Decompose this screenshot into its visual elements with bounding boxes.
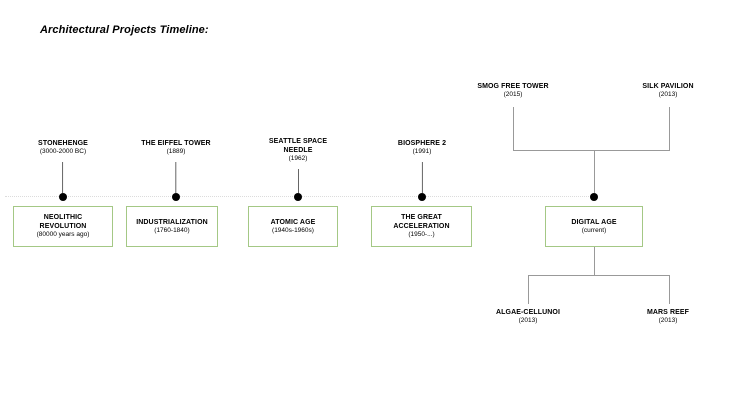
event-stem bbox=[421, 161, 423, 193]
event-name: SEATTLE SPACE NEEDLE bbox=[268, 138, 328, 155]
event-smog-free-tower: SMOG FREE TOWER (2015) bbox=[477, 82, 548, 100]
event-name: STONEHENGE bbox=[38, 140, 88, 147]
event-name: MARS REEF bbox=[646, 309, 690, 316]
event-name: BIOSPHERE 2 bbox=[397, 140, 447, 147]
era-box-atomic-age: ATOMIC AGE (1940s-1960s) bbox=[248, 206, 338, 247]
era-name: NEOLITHIC REVOLUTION bbox=[39, 214, 87, 231]
event-stem bbox=[297, 168, 299, 193]
event-stem bbox=[175, 161, 177, 193]
upper-branch-stem bbox=[594, 150, 595, 193]
lower-branch-connector bbox=[528, 275, 670, 304]
event-algae-cellunoi: ALGAE-CELLUNOI (2013) bbox=[496, 308, 560, 326]
event-date: (1991) bbox=[412, 148, 432, 156]
timeline-dot bbox=[418, 193, 426, 201]
era-date: (1760-1840) bbox=[154, 226, 190, 234]
era-box-digital-age: DIGITAL AGE (current) bbox=[545, 206, 643, 247]
event-name: SILK PAVILION bbox=[642, 83, 694, 90]
event-space-needle: SEATTLE SPACE NEEDLE (1962) bbox=[265, 137, 331, 193]
lower-branch-stem bbox=[594, 247, 595, 275]
event-date: (2013) bbox=[658, 317, 678, 325]
upper-branch-connector bbox=[513, 107, 670, 151]
era-name: DIGITAL AGE bbox=[571, 218, 617, 226]
era-date: (current) bbox=[581, 226, 607, 234]
timeline-dot bbox=[294, 193, 302, 201]
event-name: THE EIFFEL TOWER bbox=[141, 140, 211, 147]
era-box-great-acceleration: THE GREAT ACCELERATION (1950-...) bbox=[371, 206, 472, 247]
event-name: SMOG FREE TOWER bbox=[477, 83, 549, 90]
event-date: (1889) bbox=[166, 148, 186, 156]
event-stem bbox=[62, 161, 64, 193]
timeline-dot bbox=[172, 193, 180, 201]
event-date: (2013) bbox=[518, 317, 538, 325]
era-name: INDUSTRIALIZATION bbox=[136, 218, 208, 226]
event-name: ALGAE-CELLUNOI bbox=[495, 309, 561, 316]
event-date: (2013) bbox=[658, 91, 678, 99]
event-date: (2015) bbox=[503, 91, 523, 99]
event-biosphere-2: BIOSPHERE 2 (1991) bbox=[398, 139, 446, 193]
era-box-neolithic-revolution: NEOLITHIC REVOLUTION (80000 years ago) bbox=[13, 206, 113, 247]
timeline-dot bbox=[590, 193, 598, 201]
timeline-dot bbox=[59, 193, 67, 201]
era-box-industrialization: INDUSTRIALIZATION (1760-1840) bbox=[126, 206, 218, 247]
event-date: (3000-2000 BC) bbox=[39, 148, 87, 156]
event-stonehenge: STONEHENGE (3000-2000 BC) bbox=[38, 139, 88, 193]
event-date: (1962) bbox=[288, 155, 308, 163]
event-eiffel-tower: THE EIFFEL TOWER (1889) bbox=[141, 139, 211, 193]
era-date: (1950-...) bbox=[408, 231, 435, 239]
diagram-title: Architectural Projects Timeline: bbox=[40, 24, 209, 36]
era-name: ATOMIC AGE bbox=[270, 218, 316, 226]
event-mars-reef: MARS REEF (2013) bbox=[647, 308, 689, 326]
event-silk-pavilion: SILK PAVILION (2013) bbox=[642, 82, 693, 100]
era-date: (1940s-1960s) bbox=[272, 226, 314, 234]
era-date: (80000 years ago) bbox=[36, 231, 90, 239]
era-name: THE GREAT ACCELERATION bbox=[393, 214, 450, 231]
